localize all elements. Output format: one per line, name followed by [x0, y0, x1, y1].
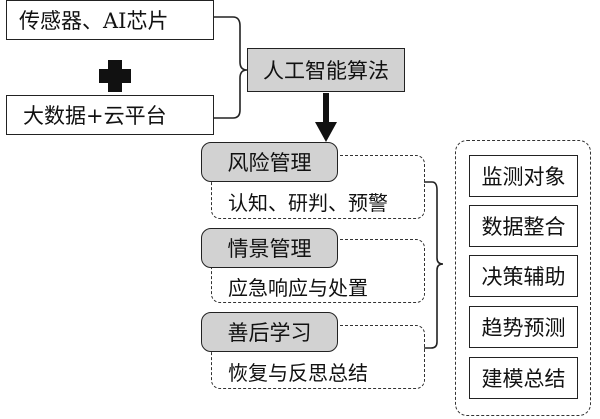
sensor-chip-box: 传感器、AI芯片 [6, 0, 214, 40]
ai-algorithm-box: 人工智能算法 [247, 48, 405, 92]
function-integrate: 数据整合 [469, 205, 578, 247]
ai-algorithm-label: 人工智能算法 [263, 59, 389, 83]
function-forecast: 趋势预测 [469, 306, 578, 348]
stage-detail-risk: 认知、研判、预警 [226, 187, 390, 216]
input-bracket [214, 16, 248, 119]
function-forecast-label: 趋势预测 [481, 316, 566, 340]
function-monitor-label: 监测对象 [481, 165, 566, 189]
bigdata-cloud-box: 大数据+云平台 [6, 95, 214, 135]
stage-title-scenario: 情景管理 [201, 228, 338, 268]
stage-title-risk: 风险管理 [201, 142, 338, 182]
stage-title-aftermath: 善后学习 [201, 312, 338, 352]
function-integrate-label: 数据整合 [481, 215, 566, 239]
function-decision-label: 决策辅助 [481, 265, 566, 289]
plus-sign [99, 60, 131, 92]
stage-title-scenario-label: 情景管理 [227, 237, 312, 261]
sensor-chip-label: 传感器、AI芯片 [19, 9, 169, 33]
function-monitor: 监测对象 [469, 155, 578, 197]
function-list-group [455, 140, 591, 416]
function-decision: 决策辅助 [469, 255, 578, 297]
function-modeling: 建模总结 [469, 357, 578, 399]
stage-detail-aftermath: 恢复与反思总结 [226, 357, 370, 386]
stage-detail-scenario: 应急响应与处置 [226, 272, 370, 301]
function-modeling-label: 建模总结 [481, 367, 566, 391]
stage-title-risk-label: 风险管理 [227, 151, 312, 175]
down-arrow-head [315, 122, 337, 142]
stage-title-aftermath-label: 善后学习 [227, 321, 312, 345]
stage-bracket [424, 181, 444, 349]
bigdata-cloud-label: 大数据+云平台 [23, 104, 167, 128]
